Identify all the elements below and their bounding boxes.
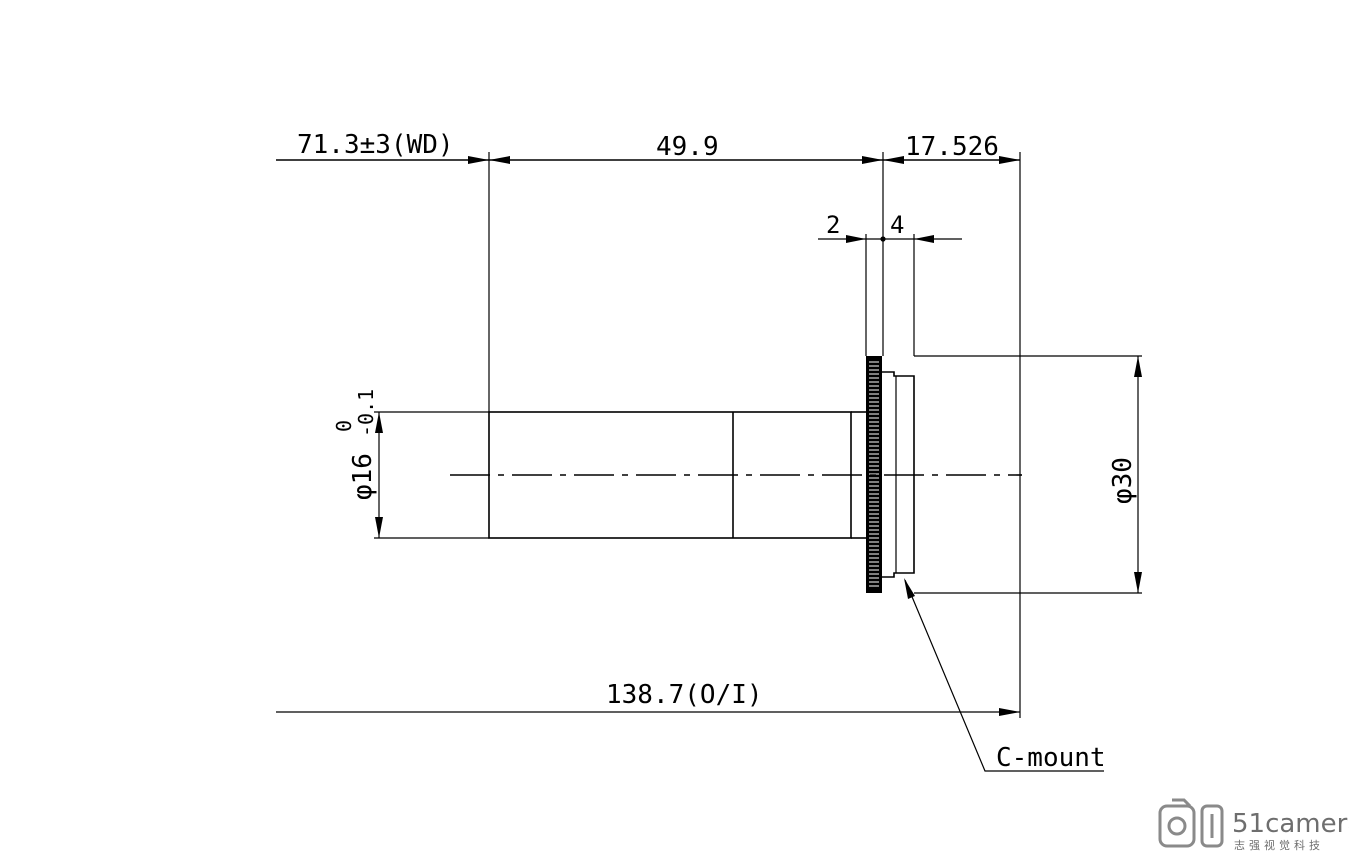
ring-dimension: 2 4	[818, 211, 962, 243]
dim-small-diameter-value: φ16	[348, 453, 378, 500]
brand-name: 51camera	[1232, 809, 1349, 839]
c-mount-leader: C-mount	[904, 578, 1106, 773]
dim-large-diameter: φ30	[914, 355, 1142, 594]
dim-small-tol-lower: -0.1	[354, 389, 378, 437]
brand-tagline: 志强视觉科技	[1234, 838, 1324, 852]
c-mount-label: C-mount	[996, 743, 1106, 773]
dim-working-distance: 71.3±3(WD)	[297, 130, 454, 160]
dim-ring-4: 4	[890, 211, 904, 239]
dim-object-image-value: 138.7(O/I)	[606, 680, 763, 710]
dim-body-length: 49.9	[656, 132, 719, 162]
dim-small-diameter: φ16 0 -0.1	[332, 389, 489, 539]
brand-watermark: 51camera 志强视觉科技	[1158, 798, 1349, 852]
dim-large-diameter-value: φ30	[1108, 457, 1138, 504]
extension-lines	[488, 152, 1021, 718]
dim-back-length: 17.526	[905, 132, 999, 162]
top-dimension-chain: 71.3±3(WD) 49.9 17.526	[276, 130, 1020, 164]
dim-ring-2: 2	[826, 211, 840, 239]
dim-small-tol-upper: 0	[332, 420, 356, 432]
brand-logo	[1158, 798, 1224, 848]
dim-object-image: 138.7(O/I)	[276, 680, 1020, 716]
